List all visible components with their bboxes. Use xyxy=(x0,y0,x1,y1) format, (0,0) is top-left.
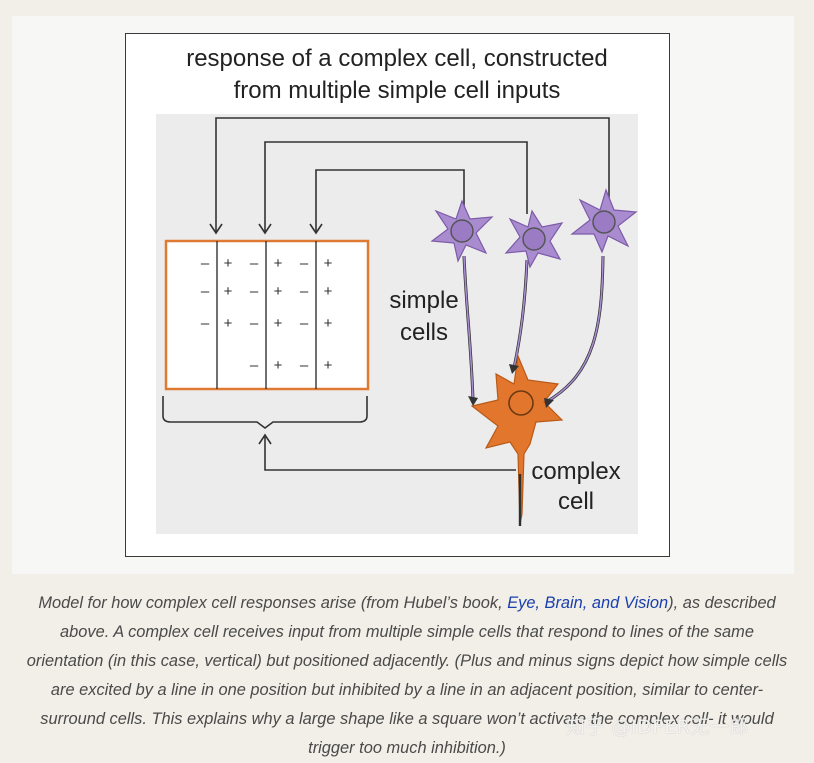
label-cells: cells xyxy=(400,319,448,346)
plus-sign: + xyxy=(324,283,333,300)
simple-cell-neuron-icon xyxy=(430,199,494,263)
arrow-up-icon xyxy=(258,433,272,445)
plus-sign: + xyxy=(274,315,283,332)
minus-sign: – xyxy=(201,315,210,332)
simple-cells xyxy=(430,188,638,269)
synapse-arrowheads xyxy=(468,364,554,408)
brace-icon xyxy=(162,396,368,429)
minus-sign: – xyxy=(300,357,309,374)
plus-minus-signs: –+–+–+–+–+–+–+–+–+–+–+ xyxy=(201,255,333,374)
complex-cell-neuron-icon xyxy=(470,353,564,526)
plus-sign: + xyxy=(324,357,333,374)
plus-sign: + xyxy=(274,255,283,272)
diagram-frame: response of a complex cell, constructed … xyxy=(125,33,670,557)
minus-sign: – xyxy=(250,357,259,374)
label-complex: complex xyxy=(531,458,620,485)
wire-middle xyxy=(264,141,528,232)
minus-sign: – xyxy=(250,283,259,300)
caption-text-part-2: ), as described above. A complex cell re… xyxy=(26,594,788,757)
book-title-link[interactable]: Eye, Brain, and Vision xyxy=(507,594,669,612)
label-cell: cell xyxy=(558,488,594,515)
caption-text-part-1: Model for how complex cell responses ari… xyxy=(38,594,508,612)
arrow-down-icon xyxy=(309,223,323,235)
diagram-title-line-1: response of a complex cell, constructed xyxy=(186,45,608,72)
complex-cell-diagram: response of a complex cell, constructed … xyxy=(156,45,638,534)
simple-cell-neuron-icon xyxy=(570,188,638,254)
plus-sign: + xyxy=(224,255,233,272)
receptive-field-box xyxy=(164,239,370,391)
arrow-down-icon xyxy=(209,223,223,235)
minus-sign: – xyxy=(250,315,259,332)
minus-sign: – xyxy=(300,255,309,272)
minus-sign: – xyxy=(250,255,259,272)
input-wires xyxy=(215,117,610,232)
plus-sign: + xyxy=(274,283,283,300)
minus-sign: – xyxy=(300,283,309,300)
wire-left xyxy=(215,117,610,232)
simple-cell-neuron-icon xyxy=(504,209,564,269)
wire-complex-output xyxy=(264,436,516,471)
figure-caption: Model for how complex cell responses ari… xyxy=(20,589,794,763)
plus-sign: + xyxy=(224,283,233,300)
wire-right xyxy=(315,169,465,232)
plus-sign: + xyxy=(324,255,333,272)
arrow-down-icon xyxy=(258,223,272,235)
simple-cell-axons-outline xyxy=(463,255,604,403)
arrow-heads-down xyxy=(209,223,323,235)
label-simple: simple xyxy=(389,287,458,314)
diagram-title-line-2: from multiple simple cell inputs xyxy=(234,77,561,104)
plus-sign: + xyxy=(274,357,283,374)
minus-sign: – xyxy=(300,315,309,332)
minus-sign: – xyxy=(201,283,210,300)
column-dividers xyxy=(216,241,317,389)
watermark: 知乎 @IDPER无一郎 xyxy=(566,716,749,738)
plus-sign: + xyxy=(224,315,233,332)
plus-sign: + xyxy=(324,315,333,332)
minus-sign: – xyxy=(201,255,210,272)
